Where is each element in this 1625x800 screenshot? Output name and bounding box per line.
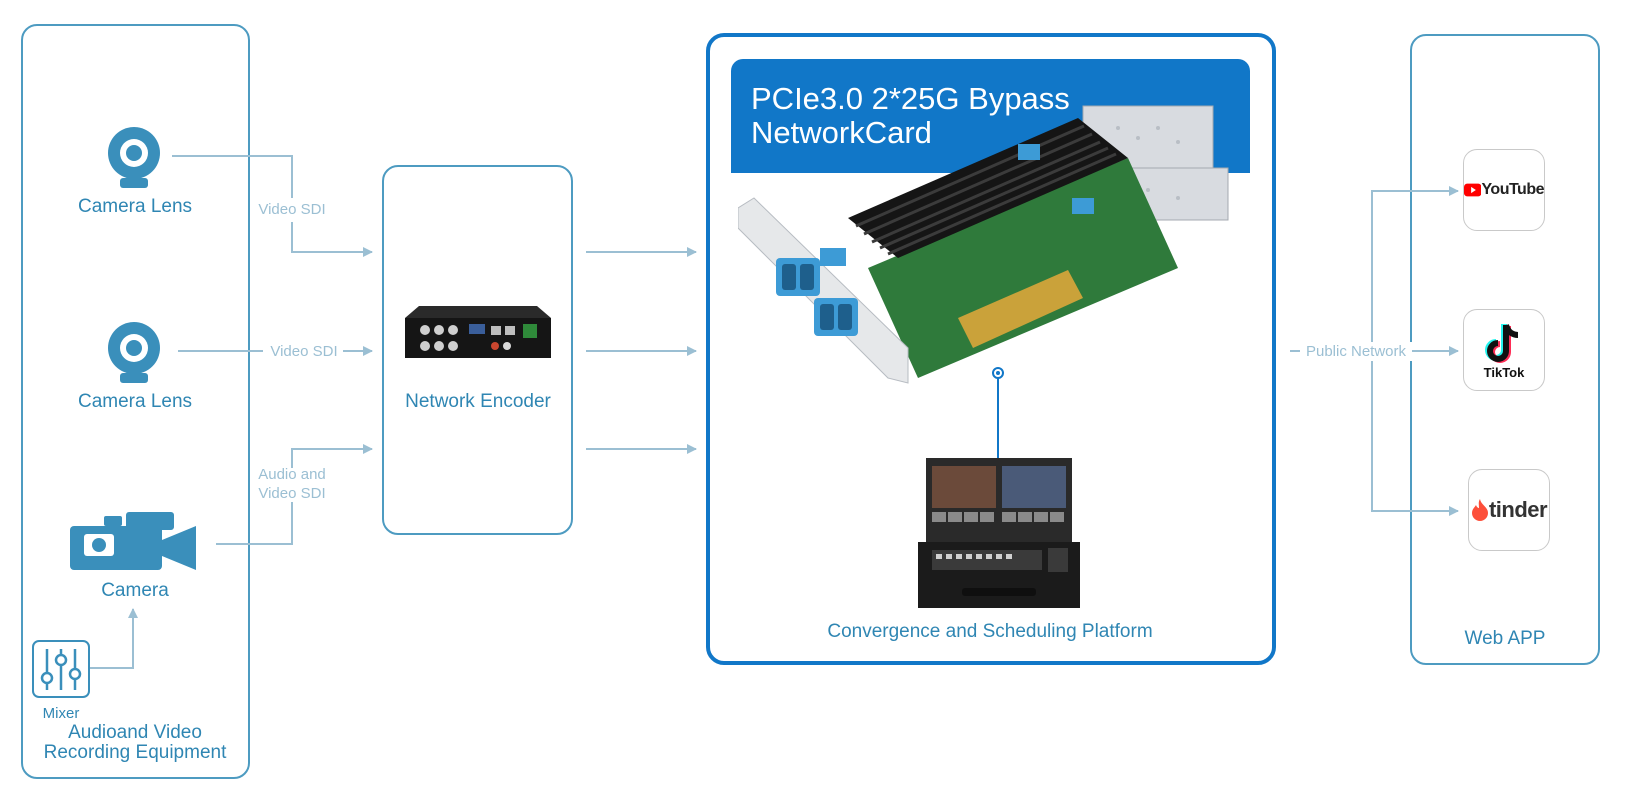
tinder-tile[interactable]: tinder (1468, 469, 1550, 551)
tinder-app-name: tinder (1488, 497, 1548, 522)
platform-label: Convergence and Scheduling Platform (827, 621, 1153, 642)
recording-equipment-label: Audioand Video Recording Equipment (43, 722, 227, 763)
video-sdi-label-2: Video SDI (270, 343, 338, 360)
connector-mixer (90, 608, 138, 669)
web-app-label: Web APP (1464, 628, 1546, 649)
public-network-label: Public Network (1300, 342, 1412, 361)
tiktok-app-name: TikTok (1483, 364, 1525, 380)
mixer-icon (32, 640, 90, 698)
connector-lens1-a (172, 155, 293, 198)
camera-label: Camera (101, 580, 169, 601)
youtube-logo (1464, 183, 1482, 197)
tinder-logo (1471, 499, 1488, 521)
connector-camera-b (291, 444, 373, 468)
youtube-tile[interactable]: YouTube (1463, 149, 1545, 231)
encoder-device-image (405, 306, 551, 358)
mixer-label: Mixer (42, 705, 80, 722)
connector-lens1-b (291, 222, 373, 257)
webcam-icon (108, 322, 160, 383)
switcher-console-image (918, 458, 1080, 608)
webcam-icon (108, 127, 160, 188)
camera-lens-label-1: Camera Lens (77, 196, 193, 217)
connector-camera-a (216, 502, 293, 545)
video-camera-icon (70, 512, 196, 570)
video-sdi-label-1: Video SDI (258, 201, 326, 218)
network-card-title: PCIe3.0 2*25G Bypass NetworkCard (751, 81, 1070, 150)
audio-video-sdi-label: Audio and Video SDI (258, 466, 326, 502)
tiktok-logo (1485, 323, 1519, 363)
network-encoder-label: Network Encoder (405, 391, 551, 412)
camera-lens-label-2: Camera Lens (77, 391, 193, 412)
youtube-app-name: YouTube (1481, 181, 1544, 198)
tiktok-tile[interactable]: TikTok (1463, 309, 1545, 391)
network-card-image (738, 105, 1229, 384)
